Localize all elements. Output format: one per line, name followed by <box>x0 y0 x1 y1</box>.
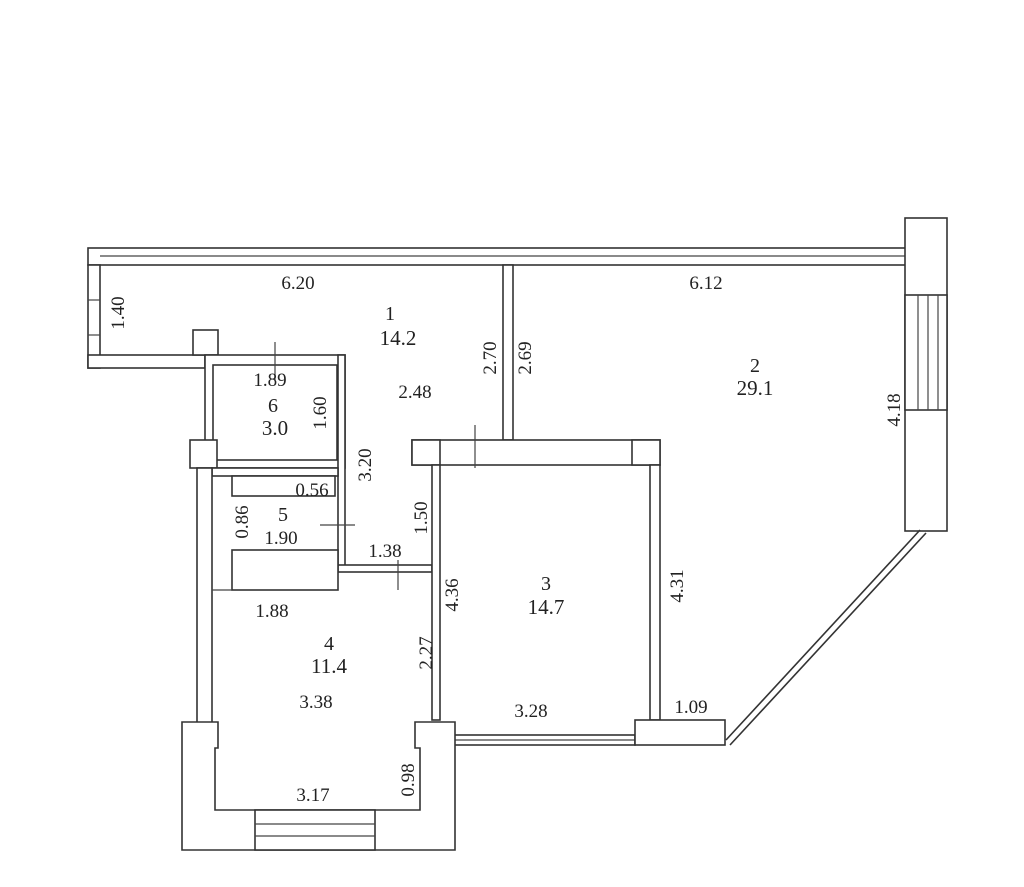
room-1-number: 1 <box>385 303 395 325</box>
room-3-area: 14.7 <box>528 595 565 619</box>
room-6-area: 3.0 <box>262 416 288 440</box>
dim-r5-top: 0.56 <box>295 480 328 501</box>
dim-r1-top: 6.20 <box>281 273 314 294</box>
room-4-number: 4 <box>324 633 334 655</box>
dim-r1-width: 2.48 <box>398 382 431 403</box>
dim-r1-corridor: 3.20 <box>355 448 376 481</box>
room-6-number: 6 <box>268 395 278 417</box>
dim-r2-left: 4.31 <box>667 569 688 602</box>
room-5-number: 5 <box>278 504 288 526</box>
dim-r1-corridor-bottom: 1.38 <box>368 541 401 562</box>
room-4-area: 11.4 <box>311 654 347 678</box>
dim-r5-left: 0.86 <box>232 505 253 538</box>
dim-r4-balcony-depth: 0.98 <box>398 763 419 796</box>
dim-r2-top: 6.12 <box>689 273 722 294</box>
dim-r5-width: 1.90 <box>264 528 297 549</box>
dim-r6-top: 1.89 <box>253 370 286 391</box>
dim-r4-balcony-width: 3.17 <box>296 785 329 806</box>
dim-r1-left: 1.40 <box>108 296 129 329</box>
dim-r4-right: 2.27 <box>416 636 437 669</box>
room-2-area: 29.1 <box>737 376 774 400</box>
dim-r6-right: 1.60 <box>310 396 331 429</box>
dim-r4-top: 1.88 <box>255 601 288 622</box>
dim-r2-right: 4.18 <box>884 393 905 426</box>
dim-r1-wall-b: 2.69 <box>515 341 536 374</box>
dim-r3-left: 4.36 <box>442 578 463 611</box>
dim-r2-bottom: 1.09 <box>674 697 707 718</box>
room-1-area: 14.2 <box>380 326 417 350</box>
room-2-number: 2 <box>750 355 760 377</box>
room-3-number: 3 <box>541 573 551 595</box>
walls <box>87 217 948 851</box>
dim-r3-bottom: 3.28 <box>514 701 547 722</box>
dim-r1-corridor-lower: 1.50 <box>411 501 432 534</box>
dim-r4-width: 3.38 <box>299 692 332 713</box>
dim-r1-wall-a: 2.70 <box>480 341 501 374</box>
